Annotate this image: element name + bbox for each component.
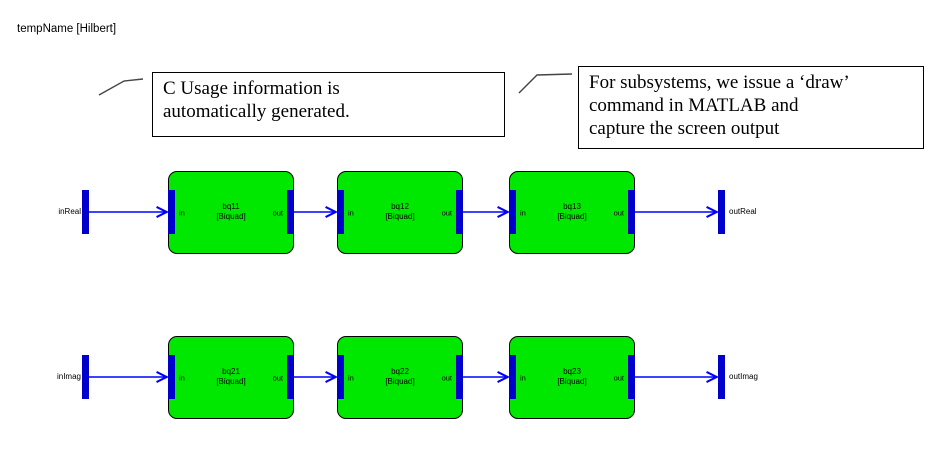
block-out-port-label: out — [441, 373, 452, 382]
block-in-port-label: in — [348, 373, 354, 382]
biquad-block-bq22[interactable]: in bq22 [Biquad] out — [337, 336, 463, 419]
block-caption: bq13 [Biquad] — [510, 202, 634, 222]
block-caption: bq22 [Biquad] — [338, 367, 462, 387]
block-in-port-label: in — [179, 208, 185, 217]
biquad-block-bq21[interactable]: in bq21 [Biquad] out — [168, 336, 294, 419]
output-port-bar[interactable] — [718, 190, 725, 234]
output-port-bar[interactable] — [718, 355, 725, 399]
input-port-bar[interactable] — [82, 190, 89, 234]
block-name: bq13 — [563, 202, 581, 211]
block-type: [Biquad] — [557, 377, 587, 386]
block-type: [Biquad] — [216, 212, 246, 221]
block-out-port-label: out — [613, 208, 624, 217]
model-title: tempName [Hilbert] — [17, 23, 117, 35]
block-out-port-bar[interactable] — [287, 355, 294, 399]
block-in-port-bar[interactable] — [337, 355, 344, 399]
block-out-port-bar[interactable] — [456, 355, 463, 399]
input-signal-label: inImag — [56, 372, 81, 381]
callout-text-line: For subsystems, we issue a ‘draw’ — [589, 72, 850, 93]
block-name: bq12 — [391, 202, 409, 211]
block-in-port-label: in — [520, 208, 526, 217]
block-caption: bq23 [Biquad] — [510, 367, 634, 387]
block-in-port-bar[interactable] — [509, 190, 516, 234]
input-port-bar[interactable] — [82, 355, 89, 399]
block-name: bq11 — [222, 202, 240, 211]
callout-text-line: command in MATLAB and — [589, 95, 799, 116]
callout-box-usage: C Usage information is automatically gen… — [152, 72, 505, 137]
block-name: bq23 — [563, 367, 581, 376]
block-in-port-label: in — [348, 208, 354, 217]
biquad-block-bq13[interactable]: in bq13 [Biquad] out — [509, 171, 635, 254]
block-name: bq22 — [391, 367, 409, 376]
output-signal-label: outImag — [729, 372, 758, 381]
callout-leader-line — [98, 78, 144, 96]
block-out-port-bar[interactable] — [456, 190, 463, 234]
block-out-port-label: out — [613, 373, 624, 382]
block-type: [Biquad] — [385, 212, 415, 221]
callout-box-subsystems: For subsystems, we issue a ‘draw’ comman… — [578, 66, 924, 149]
block-type: [Biquad] — [216, 377, 246, 386]
output-signal-label: outReal — [729, 207, 757, 216]
block-in-port-label: in — [179, 373, 185, 382]
biquad-block-bq23[interactable]: in bq23 [Biquad] out — [509, 336, 635, 419]
block-type: [Biquad] — [385, 377, 415, 386]
block-out-port-label: out — [272, 373, 283, 382]
block-out-port-bar[interactable] — [628, 355, 635, 399]
callout-leader-line — [518, 73, 573, 94]
block-out-port-bar[interactable] — [628, 190, 635, 234]
block-caption: bq12 [Biquad] — [338, 202, 462, 222]
input-signal-label: inReal — [58, 207, 81, 216]
block-caption: bq21 [Biquad] — [169, 367, 293, 387]
block-in-port-bar[interactable] — [509, 355, 516, 399]
block-in-port-bar[interactable] — [337, 190, 344, 234]
biquad-block-bq12[interactable]: in bq12 [Biquad] out — [337, 171, 463, 254]
biquad-block-bq11[interactable]: in bq11 [Biquad] out — [168, 171, 294, 254]
block-name: bq21 — [222, 367, 240, 376]
block-type: [Biquad] — [557, 212, 587, 221]
callout-text-line: automatically generated. — [163, 101, 350, 122]
block-in-port-bar[interactable] — [168, 355, 175, 399]
block-caption: bq11 [Biquad] — [169, 202, 293, 222]
block-in-port-bar[interactable] — [168, 190, 175, 234]
block-in-port-label: in — [520, 373, 526, 382]
block-out-port-label: out — [272, 208, 283, 217]
block-out-port-label: out — [441, 208, 452, 217]
callout-text-line: C Usage information is — [163, 78, 340, 99]
block-out-port-bar[interactable] — [287, 190, 294, 234]
callout-text-line: capture the screen output — [589, 118, 780, 139]
